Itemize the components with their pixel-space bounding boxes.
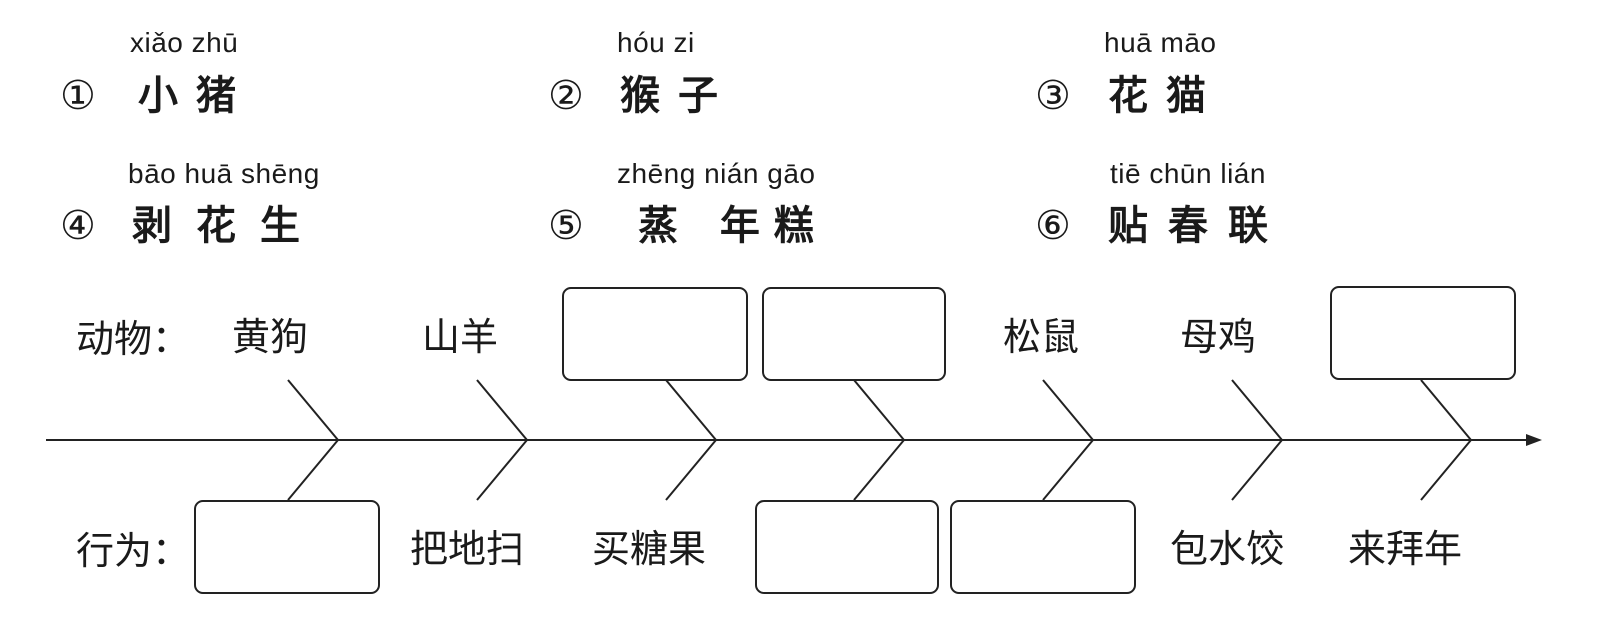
hanzi-word: 猴子 [620,72,736,119]
action-answer-box[interactable] [755,500,939,594]
option-number: ⑥ [1035,203,1071,249]
pinyin: bāo huā shēng [128,158,320,189]
animal-item: 黄狗 [232,315,309,359]
lower-branch-7 [1420,439,1472,501]
animal-answer-box[interactable] [762,287,946,381]
animal-item: 松鼠 [1003,315,1080,359]
action-item: 包水饺 [1170,527,1285,571]
row-label-animals: 动物： [76,317,191,361]
option-number: ② [548,73,584,119]
action-answer-box[interactable] [194,500,380,594]
option-number: ③ [1035,73,1071,119]
option-number: ⑤ [548,203,584,249]
animal-item: 母鸡 [1180,315,1257,359]
axis-arrowhead [1526,434,1542,446]
lower-branch-4 [853,439,905,501]
action-item: 把地扫 [410,527,525,571]
pinyin: tiē chūn lián [1110,158,1266,189]
upper-branch-5 [1042,379,1094,441]
action-answer-box[interactable] [950,500,1136,594]
upper-branch-6 [1231,379,1283,441]
row-label-actions: 行为： [76,529,191,573]
pinyin: hóu zi [617,27,695,58]
lower-branch-5 [1042,439,1094,501]
hanzi-word: 花猫 [1108,72,1224,119]
upper-branch-2 [476,379,528,441]
hanzi-word: 蒸 年糕 [638,202,828,249]
pinyin: huā māo [1104,27,1217,58]
pinyin: zhēng nián gāo [617,158,816,189]
animal-answer-box[interactable] [1330,286,1516,380]
action-item: 买糖果 [592,527,707,571]
animal-answer-box[interactable] [562,287,748,381]
hanzi-word: 剥花生 [132,202,324,249]
pinyin: xiǎo zhū [130,27,239,58]
upper-branch-3 [665,379,717,441]
lower-branch-1 [287,439,339,501]
upper-branch-4 [853,379,905,441]
option-number: ④ [60,203,96,249]
lower-branch-2 [476,439,528,501]
upper-branch-1 [287,379,339,441]
animal-item: 山羊 [422,315,499,359]
hanzi-word: 贴春联 [1108,202,1288,249]
option-number: ① [60,73,96,119]
lower-branch-3 [665,439,717,501]
upper-branch-7 [1420,379,1472,441]
action-item: 来拜年 [1348,527,1463,571]
hanzi-word: 小猪 [138,72,254,119]
lower-branch-6 [1231,439,1283,501]
